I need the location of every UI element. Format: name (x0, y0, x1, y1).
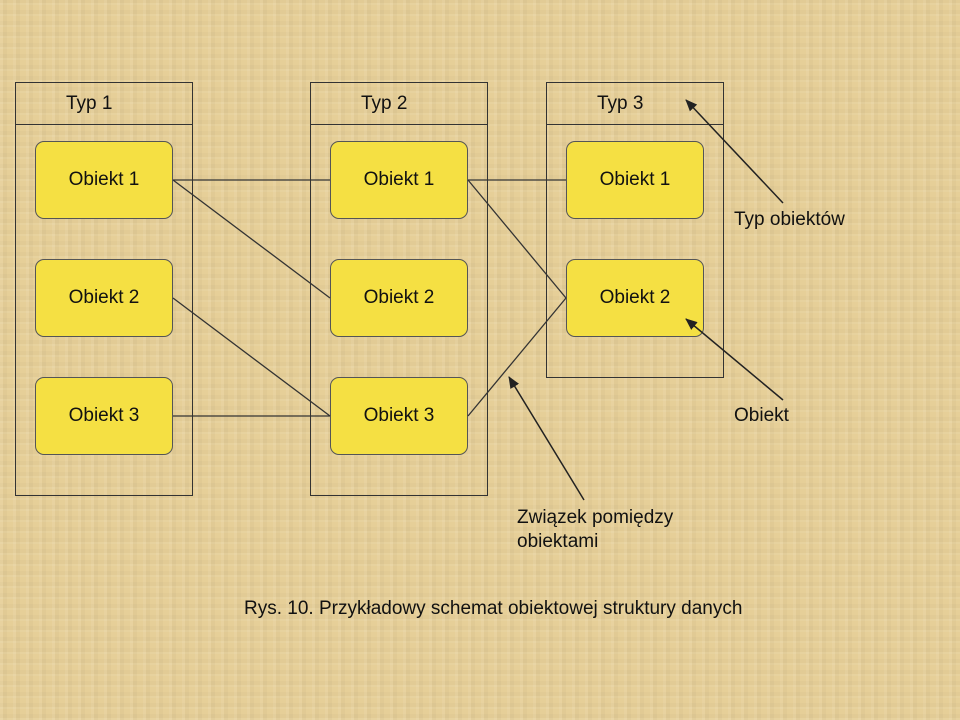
object-box: Obiekt 1 (35, 141, 173, 219)
annotation-arrow-object (685, 318, 784, 401)
type-column-3: Typ 3 (546, 82, 724, 378)
object-box: Obiekt 2 (330, 259, 468, 337)
object-box: Obiekt 2 (566, 259, 704, 337)
object-box: Obiekt 3 (35, 377, 173, 455)
relation-annotation-label-line1: Związek pomiędzy (517, 507, 674, 528)
object-box: Obiekt 1 (330, 141, 468, 219)
relation-annotation-label-line2: obiektami (517, 531, 599, 552)
type-column-2: Typ 2 (310, 82, 488, 496)
type-annotation-label: Typ obiektów (734, 209, 845, 230)
object-box: Obiekt 1 (566, 141, 704, 219)
figure-caption: Rys. 10. Przykładowy schemat obiektowej … (244, 598, 743, 619)
object-box: Obiekt 2 (35, 259, 173, 337)
object-annotation-label: Obiekt (734, 405, 789, 426)
annotation-arrow-relation (508, 376, 585, 501)
type-header-2: Typ 2 (311, 83, 487, 125)
annotation-arrow-type (685, 99, 784, 204)
relation-line (467, 297, 567, 417)
relation-line (172, 179, 331, 299)
relation-line (467, 179, 567, 299)
type-column-1: Typ 1 (15, 82, 193, 496)
object-box: Obiekt 3 (330, 377, 468, 455)
type-header-3: Typ 3 (547, 83, 723, 125)
relation-line (172, 297, 331, 417)
type-header-1: Typ 1 (16, 83, 192, 125)
